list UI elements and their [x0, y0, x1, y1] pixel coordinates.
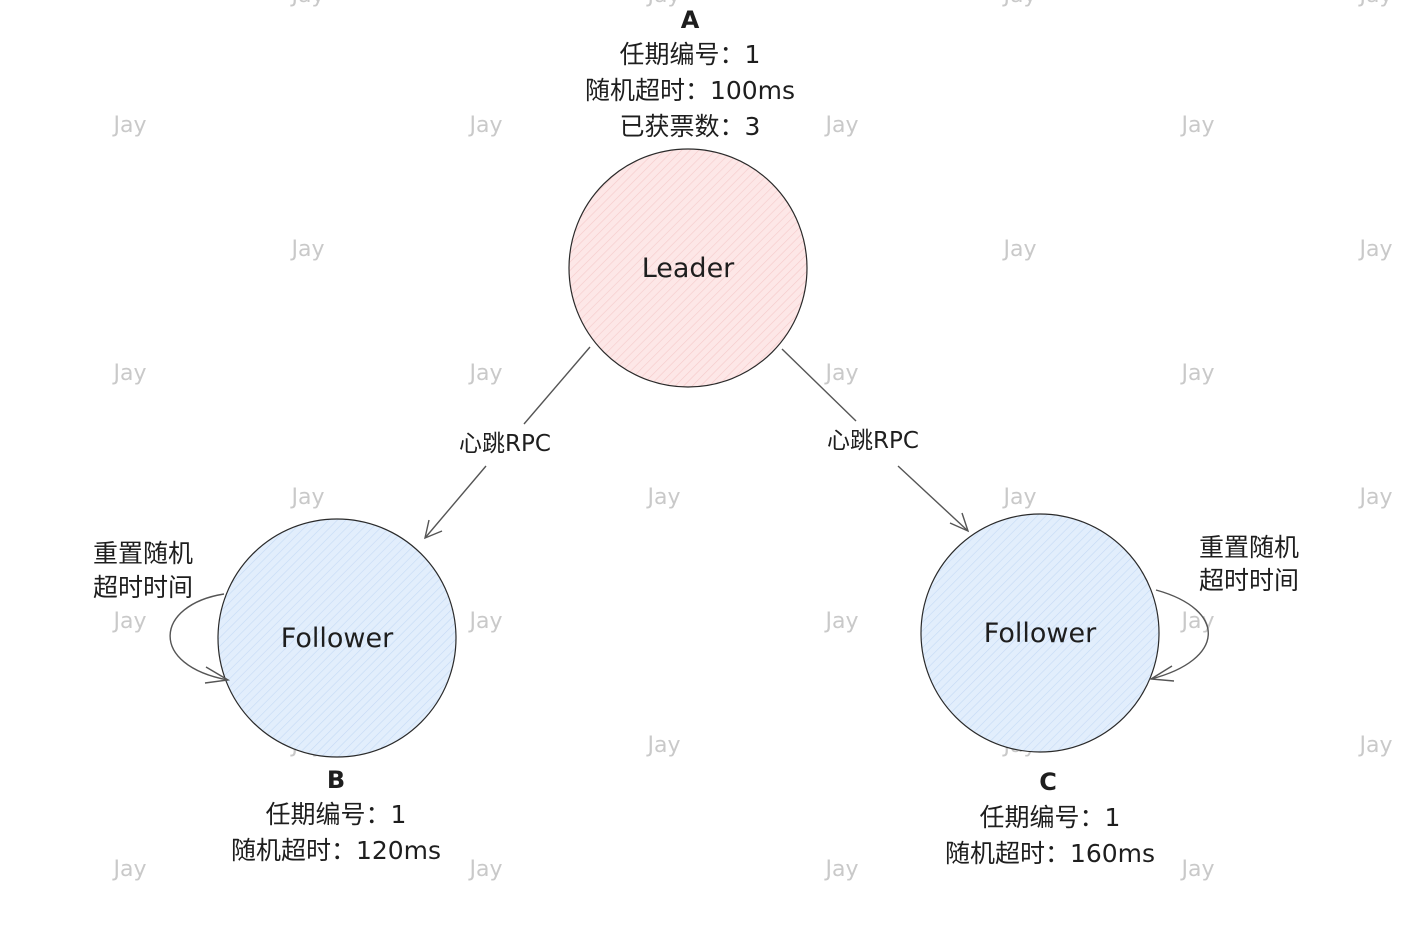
loop-c-label-line1: 重置随机 [1199, 533, 1299, 562]
follower-b-circle [217, 518, 457, 758]
edge-a-to-b: 心跳RPC [424, 346, 591, 540]
watermark-text: Jay [1180, 113, 1215, 138]
node-b-name: B [327, 766, 345, 794]
watermark-text: Jay [1002, 485, 1037, 510]
watermark-text: Jay [290, 485, 325, 510]
node-c-term: 任期编号：1 [980, 803, 1121, 832]
watermark-text: Jay [1358, 485, 1393, 510]
node-a-name: A [681, 6, 700, 34]
watermark-text: Jay [1180, 609, 1215, 634]
follower-b-label: Follower [281, 623, 394, 654]
watermark-text: Jay [112, 113, 147, 138]
edge-a-c-lower-line [897, 465, 969, 532]
watermark-text: Jay [468, 857, 503, 882]
node-c: Follower C 任期编号：1 随机超时：160ms [920, 513, 1160, 868]
node-b-term: 任期编号：1 [266, 800, 407, 829]
edge-a-c-label: 心跳RPC [827, 428, 919, 454]
watermark-text: Jay [1358, 237, 1393, 262]
watermark-text: Jay [468, 609, 503, 634]
arrowhead-icon [424, 519, 443, 540]
node-b-timeout: 随机超时：120ms [231, 836, 441, 865]
follower-c-circle [920, 513, 1160, 753]
watermark-text: Jay [468, 361, 503, 386]
watermark-text: Jay [646, 733, 681, 758]
watermark-text: Jay [468, 113, 503, 138]
node-a: Leader A 任期编号：1 随机超时：100ms 已获票数：3 [568, 6, 808, 388]
edge-a-c-upper-line [781, 348, 857, 422]
watermark-text: Jay [290, 237, 325, 262]
arrowhead-icon [1148, 665, 1175, 682]
watermark-text: Jay [1180, 857, 1215, 882]
edge-a-b-lower-line [424, 465, 487, 539]
watermark-text: Jay [824, 361, 859, 386]
loop-b-curve [169, 593, 229, 681]
self-loop-b: 重置随机 超时时间 [93, 539, 231, 684]
node-a-timeout: 随机超时：100ms [585, 76, 795, 105]
watermark-text: Jay [824, 609, 859, 634]
node-b: Follower B 任期编号：1 随机超时：120ms [217, 518, 457, 865]
edge-a-to-c: 心跳RPC [781, 348, 970, 533]
watermark-text: Jay [112, 361, 147, 386]
watermark-text: Jay [290, 0, 325, 8]
edge-a-b-upper-line [523, 346, 591, 425]
edge-a-b-label: 心跳RPC [459, 431, 551, 457]
watermark-text: Jay [1002, 0, 1037, 8]
loop-c-label-line2: 超时时间 [1199, 566, 1299, 595]
watermark-text: Jay [112, 609, 147, 634]
watermark-text: Jay [112, 857, 147, 882]
arrowhead-icon [949, 512, 970, 533]
loop-b-label-line2: 超时时间 [93, 573, 193, 602]
follower-c-label: Follower [984, 618, 1097, 649]
leader-circle [568, 148, 808, 388]
loop-b-label-line1: 重置随机 [93, 539, 193, 568]
loop-c-curve [1150, 589, 1209, 680]
watermark-text: Jay [646, 0, 681, 8]
watermark-text: Jay [1358, 0, 1393, 8]
self-loop-c: 重置随机 超时时间 [1148, 533, 1299, 682]
watermark-text: Jay [824, 857, 859, 882]
node-a-votes: 已获票数：3 [620, 112, 761, 141]
watermark-text: Jay [646, 485, 681, 510]
arrowhead-icon [204, 666, 231, 684]
node-a-term: 任期编号：1 [620, 40, 761, 69]
leader-label: Leader [642, 253, 735, 284]
watermark-text: Jay [1180, 361, 1215, 386]
node-c-timeout: 随机超时：160ms [945, 839, 1155, 868]
watermark-text: Jay [824, 113, 859, 138]
node-c-name: C [1039, 768, 1057, 796]
watermark-text: Jay [1358, 733, 1393, 758]
watermark-text: Jay [1002, 237, 1037, 262]
